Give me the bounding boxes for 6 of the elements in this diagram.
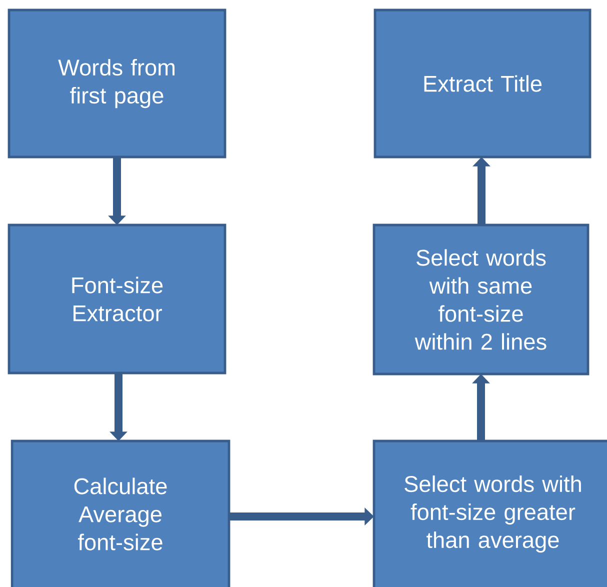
process-box: Words from first page [8, 8, 226, 158]
process-box: Calculate Average font-size [10, 440, 230, 587]
process-box: Font-size Extractor [8, 224, 226, 374]
process-box: Select words with same font-size within 2 lines [372, 224, 590, 376]
process-box: Select words with font-size greater than average [372, 440, 607, 587]
process-box: Extract Title [374, 8, 592, 158]
